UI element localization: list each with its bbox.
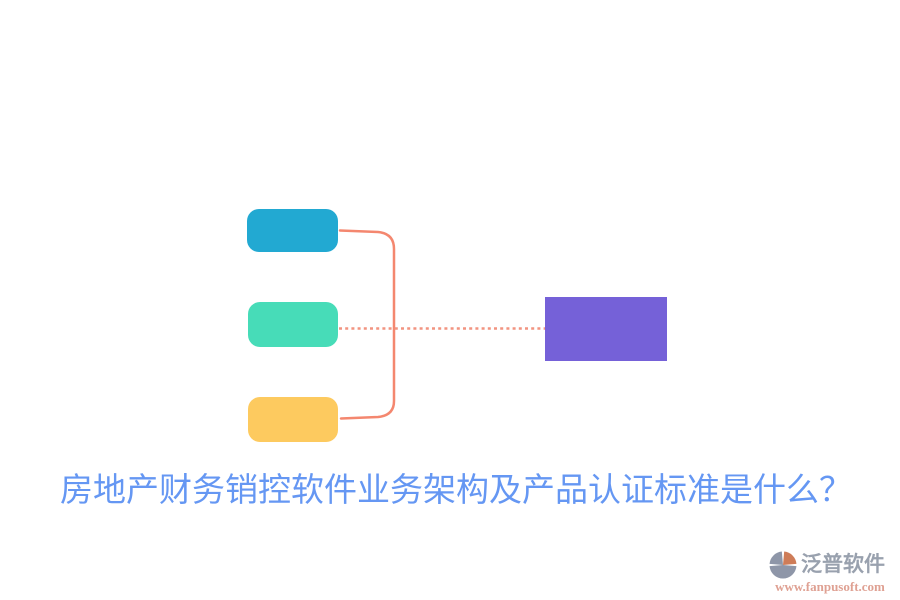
- connector-bracket: [338, 229, 396, 420]
- fanpu-logo-icon: [769, 551, 797, 579]
- brand-url: www.fanpusoft.com: [775, 579, 885, 594]
- logo-wedge-bottom: [769, 565, 797, 579]
- logo-wedge-upper-left: [769, 551, 783, 565]
- logo-wedge-upper-right: [783, 551, 797, 565]
- page-title: 房地产财务销控软件业务架构及产品认证标准是什么？: [60, 473, 852, 509]
- diagram-node-right-target: [545, 297, 667, 361]
- diagram-node-left-top: [247, 209, 338, 252]
- watermark: 泛普软件 www.fanpusoft.com: [766, 550, 896, 596]
- brand-name: 泛普软件: [801, 552, 885, 576]
- diagram-node-left-middle: [248, 302, 338, 347]
- diagram-node-left-bottom: [248, 397, 338, 442]
